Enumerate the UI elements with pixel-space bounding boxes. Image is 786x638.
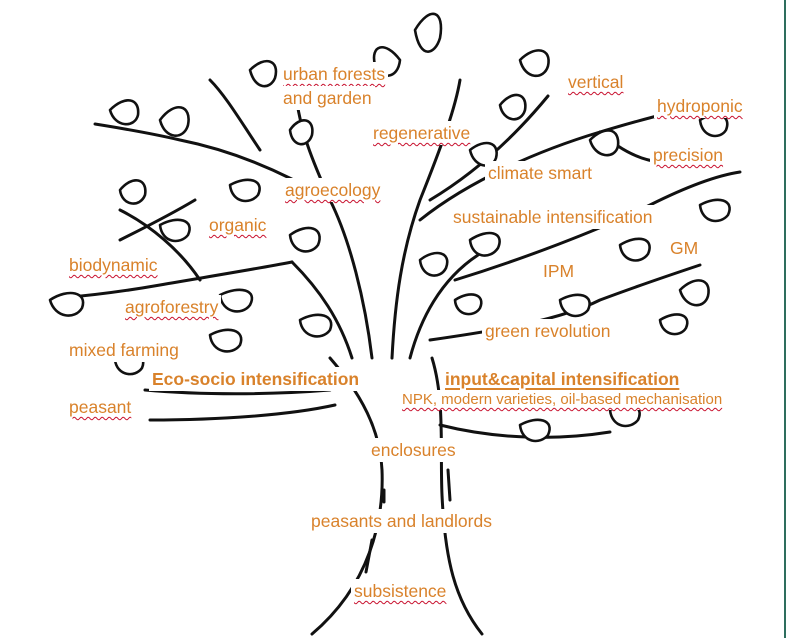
label-biodynamic: biodynamic <box>66 253 161 277</box>
leaf <box>558 293 591 318</box>
label-agroforestry: agroforestry <box>122 295 222 319</box>
leaf <box>48 291 85 317</box>
branch-center-3 <box>408 253 480 360</box>
leaf <box>288 119 314 146</box>
branch-left-3 <box>58 260 294 300</box>
leaf <box>468 231 501 257</box>
label-mixed-farming: mixed farming <box>66 338 182 362</box>
branch-left-2 <box>208 78 262 152</box>
label-vertical: vertical <box>565 70 627 94</box>
leaf <box>618 237 651 262</box>
trunk-inner-line-2 <box>364 538 374 574</box>
label-enclosures: enclosures <box>368 438 459 462</box>
leaf <box>518 49 550 78</box>
label-eco-socio-intensification: Eco-socio intensification <box>149 367 363 391</box>
leaf <box>158 106 190 137</box>
page-edge <box>784 0 786 638</box>
leaf <box>588 129 620 157</box>
branch-left-5 <box>143 388 332 396</box>
leaf <box>208 328 243 353</box>
leaf <box>468 141 498 167</box>
branch-left-1 <box>93 122 332 202</box>
label-green-revolution: green revolution <box>482 319 614 343</box>
leaf <box>418 251 449 277</box>
label-sustainable-intensification: sustainable intensification <box>450 205 656 229</box>
leaf <box>518 418 551 443</box>
branch-center-2 <box>390 78 462 360</box>
branch-left-4 <box>118 208 202 282</box>
branch-center-4 <box>290 260 354 360</box>
leaf <box>698 198 731 223</box>
leaf <box>288 226 321 253</box>
label-input-capital-intensification: input&capital intensification <box>442 367 683 391</box>
leaf <box>118 179 147 205</box>
leaf <box>298 313 333 338</box>
label-subsistence: subsistence <box>351 579 450 603</box>
label-precision: precision <box>650 143 727 167</box>
label-agroecology: agroecology <box>282 178 384 202</box>
label-regenerative: regenerative <box>370 121 474 145</box>
leaf <box>453 293 483 316</box>
label-hydroponic: hydroponic <box>654 94 746 118</box>
label-organic: organic <box>206 213 270 237</box>
leaf <box>158 218 191 243</box>
leaf <box>228 178 261 203</box>
leaf <box>248 59 278 88</box>
leaf <box>218 288 254 313</box>
label-gm: GM <box>667 236 702 260</box>
trunk-inner-line-3 <box>446 468 452 502</box>
leaf <box>658 313 689 336</box>
leaf <box>678 279 710 307</box>
branch-left-6 <box>148 403 337 422</box>
label-ipm: IPM <box>540 259 578 283</box>
label-urban-forests: urban forests <box>280 62 389 86</box>
branch-left-7 <box>118 198 197 242</box>
label-peasants-and-landlords: peasants and landlords <box>308 509 495 533</box>
leaf <box>413 12 443 53</box>
label-npk-varieties-mechanisation: NPK, modern varieties, oil-based mechani… <box>399 390 726 410</box>
label-climate-smart: climate smart <box>485 161 596 185</box>
label-and-garden: and garden <box>280 86 375 110</box>
label-peasant: peasant <box>66 395 135 419</box>
leaf <box>108 99 140 126</box>
leaf <box>498 93 527 121</box>
